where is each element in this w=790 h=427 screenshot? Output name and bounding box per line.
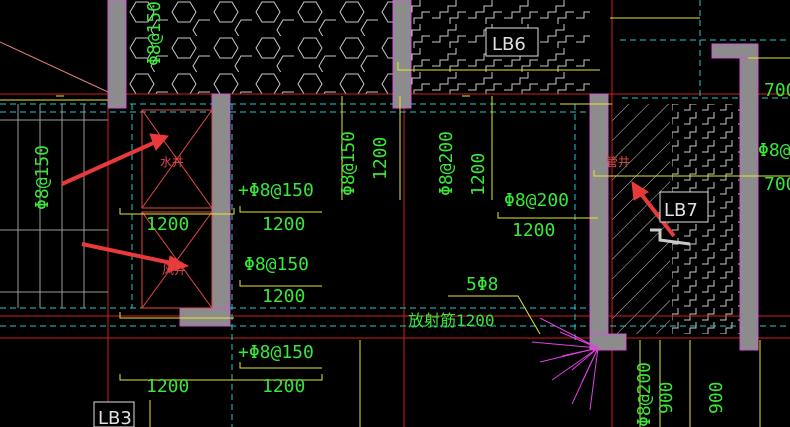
dim-900-b: 900 — [706, 381, 727, 414]
rebar-center-lower: +Φ8@150 — [238, 342, 314, 363]
dimension-lines — [0, 17, 790, 427]
dim-900-a: 900 — [656, 381, 677, 414]
lb3-box — [93, 401, 135, 427]
radial-leader — [448, 295, 541, 335]
rebar-right-bottom-vertical: Φ8@200 — [634, 362, 655, 427]
shaft-label-vent: 风井 — [162, 263, 186, 277]
lb6-box — [485, 27, 539, 57]
dim-1200-a: 1200 — [146, 214, 189, 235]
walls — [107, 0, 759, 351]
slab-label-lb3: LB3 — [98, 408, 132, 427]
shaft-label-water: 水井 — [160, 155, 184, 169]
arrow-water-shaft — [61, 133, 169, 186]
rebar-mid-vertical-2: Φ8@200 — [436, 131, 457, 196]
dim-1200-f: 1200 — [512, 220, 555, 241]
rebar-right-top-1: Φ8@1 — [758, 140, 790, 161]
rebar-top-left-vertical: Φ8@150 — [144, 1, 165, 66]
lb7-pointer — [650, 228, 691, 246]
radial-bars-label: 5Φ8 — [466, 274, 499, 295]
rebar-center-middle: Φ8@150 — [244, 254, 309, 275]
dim-1200-e: 1200 — [262, 376, 305, 397]
rebar-center-upper: +Φ8@150 — [238, 180, 314, 201]
dim-1200-h: 1200 — [468, 153, 489, 196]
shaft-box-water — [141, 109, 213, 209]
rebar-left-vertical: Φ8@150 — [32, 145, 53, 210]
radial-note: 放射筋1200 — [408, 311, 495, 330]
hatch-hex-region — [126, 0, 398, 94]
dim-1200-d: 1200 — [146, 376, 189, 397]
dim-1200-g: 1200 — [370, 137, 391, 180]
arrow-pipe-shaft — [631, 181, 676, 238]
rebar-mid-vertical-1: Φ8@150 — [338, 131, 359, 196]
left-grid — [0, 104, 108, 308]
dim-700-b: 700 — [764, 174, 790, 195]
dim-700-a: 700 — [764, 80, 790, 101]
rebar-right-mid: Φ8@200 — [504, 190, 569, 211]
dim-1200-b: 1200 — [262, 214, 305, 235]
slab-label-lb6: LB6 — [492, 34, 526, 55]
radial-fan — [531, 317, 599, 411]
shaft-label-pipe: 管井 — [606, 154, 630, 169]
guide-line — [0, 41, 109, 93]
lb7-box — [659, 191, 709, 223]
arrow-vent-shaft — [81, 242, 190, 273]
slab-label-lb7: LB7 — [664, 200, 698, 221]
dim-1200-c: 1200 — [262, 286, 305, 307]
